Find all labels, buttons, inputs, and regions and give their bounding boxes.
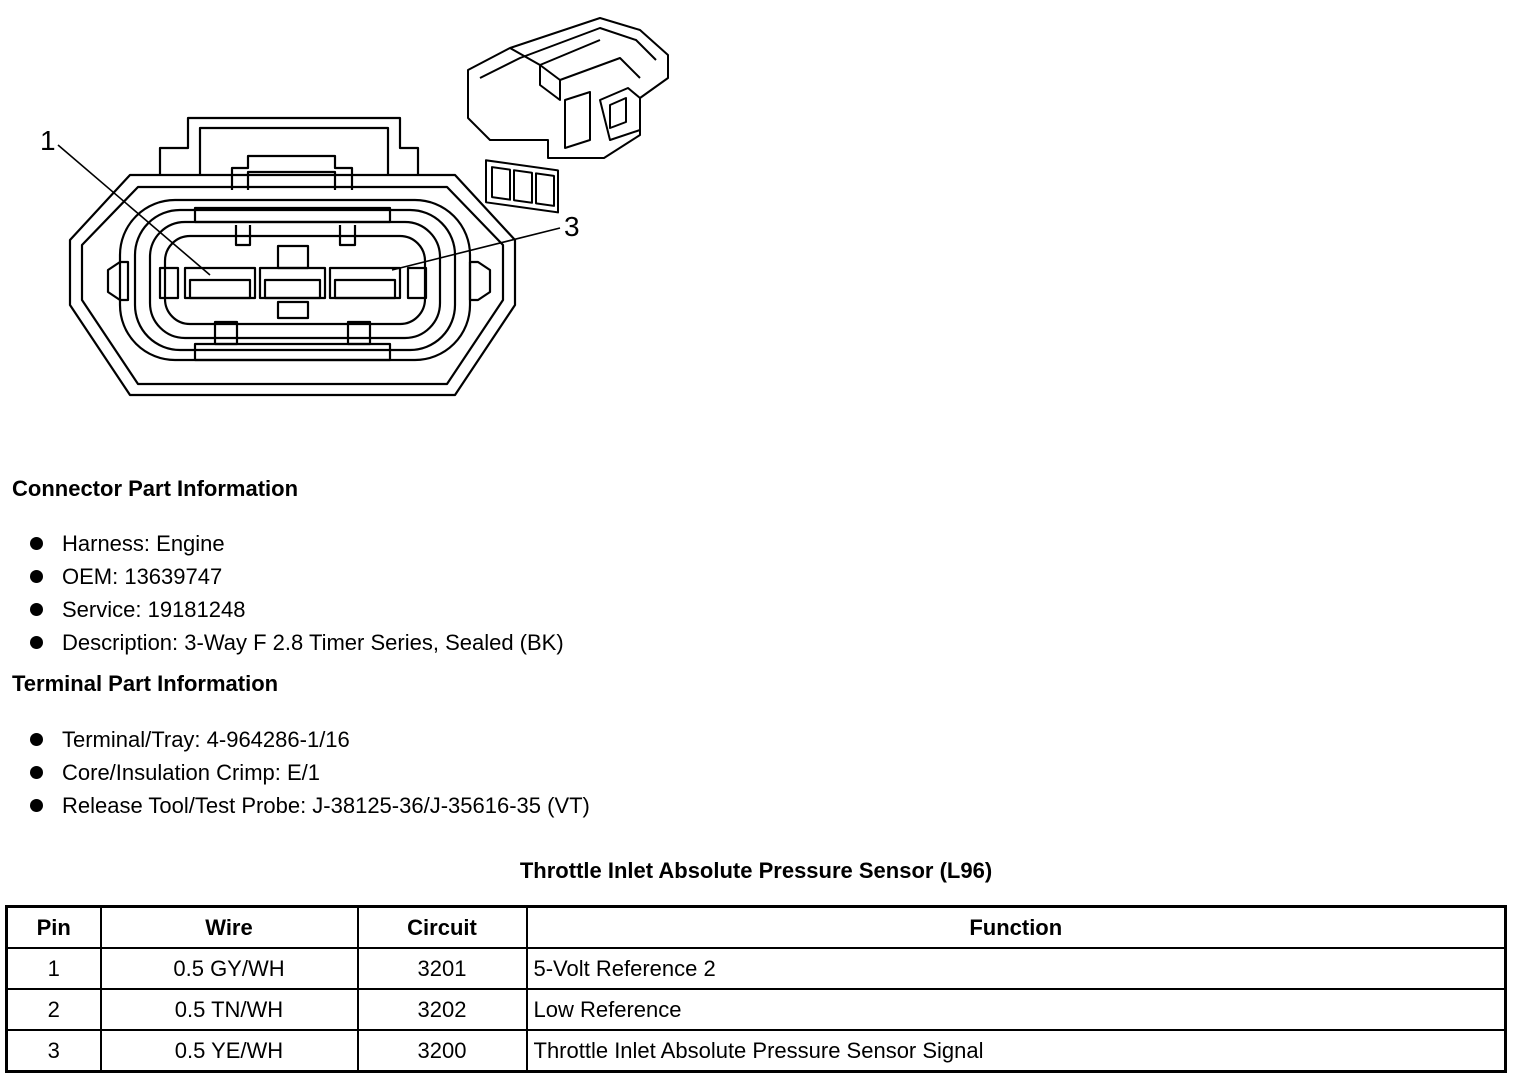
table-title: Throttle Inlet Absolute Pressure Sensor … <box>519 858 993 883</box>
cell-function: 5-Volt Reference 2 <box>525 947 1507 990</box>
callout-1-label: 1 <box>40 125 56 156</box>
connector-isometric-drawing <box>467 17 669 214</box>
cell-pin: 2 <box>5 988 102 1031</box>
connector-diagram: 1 3 <box>40 17 669 397</box>
cell-pin: 3 <box>5 1029 102 1073</box>
callout-3-label: 3 <box>564 211 580 242</box>
cell-wire: 0.5 YE/WH <box>99 1029 359 1073</box>
callout-1-leader <box>57 144 211 276</box>
connector-info-heading: Connector Part Information <box>12 476 299 501</box>
connector-face-drawing <box>68 116 517 397</box>
list-item: Description: 3-Way F 2.8 Timer Series, S… <box>28 626 564 659</box>
column-header-circuit: Circuit <box>356 905 528 949</box>
list-item: Service: 19181248 <box>28 593 564 626</box>
list-item: OEM: 13639747 <box>28 560 564 593</box>
cell-function: Low Reference <box>525 988 1507 1031</box>
column-header-pin: Pin <box>5 905 102 949</box>
cell-wire: 0.5 GY/WH <box>99 947 359 990</box>
cell-circuit: 3201 <box>356 947 528 990</box>
pinout-table: Pin Wire Circuit Function 1 0.5 GY/WH 32… <box>5 905 1507 1073</box>
table-row: 3 0.5 YE/WH 3200 Throttle Inlet Absolute… <box>5 1029 1507 1073</box>
table-row: 1 0.5 GY/WH 3201 5-Volt Reference 2 <box>5 947 1507 990</box>
terminal-info-heading: Terminal Part Information <box>12 671 279 696</box>
column-header-wire: Wire <box>99 905 359 949</box>
cell-wire: 0.5 TN/WH <box>99 988 359 1031</box>
cell-function: Throttle Inlet Absolute Pressure Sensor … <box>525 1029 1507 1073</box>
table-row: 2 0.5 TN/WH 3202 Low Reference <box>5 988 1507 1031</box>
cell-circuit: 3200 <box>356 1029 528 1073</box>
list-item: Release Tool/Test Probe: J-38125-36/J-35… <box>28 789 590 822</box>
cell-circuit: 3202 <box>356 988 528 1031</box>
connector-info-list: Harness: Engine OEM: 13639747 Service: 1… <box>28 527 564 659</box>
terminal-info-list: Terminal/Tray: 4-964286-1/16 Core/Insula… <box>28 723 590 822</box>
list-item: Core/Insulation Crimp: E/1 <box>28 756 590 789</box>
list-item: Terminal/Tray: 4-964286-1/16 <box>28 723 590 756</box>
cell-pin: 1 <box>5 947 102 990</box>
column-header-function: Function <box>525 905 1507 949</box>
table-header-row: Pin Wire Circuit Function <box>5 905 1507 949</box>
list-item: Harness: Engine <box>28 527 564 560</box>
callout-3-leader <box>391 227 561 271</box>
